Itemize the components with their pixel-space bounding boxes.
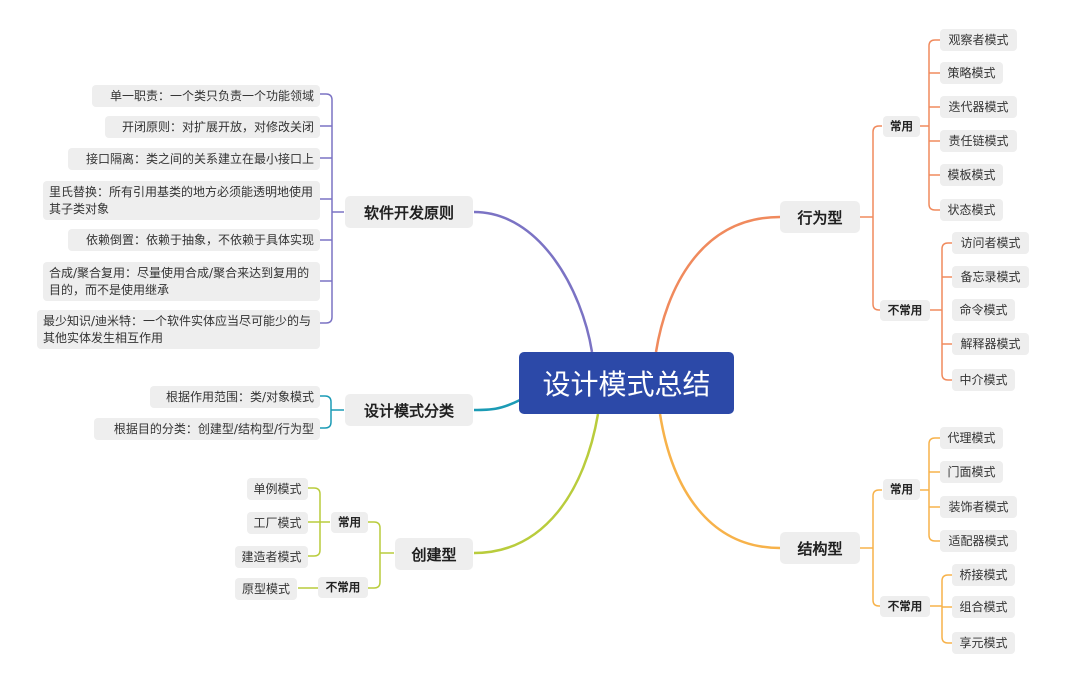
structural-common-group[interactable]: 常用 — [883, 479, 920, 500]
pattern-composite[interactable]: 组合模式 — [952, 596, 1015, 618]
structural-bracket — [860, 437, 952, 644]
edge-root-structural — [658, 413, 781, 550]
pattern-visitor[interactable]: 访问者模式 — [952, 232, 1029, 254]
principle-dependency-inversion[interactable]: 依赖倒置：依赖于抽象，不依赖于具体实现 — [68, 229, 320, 251]
pattern-facade[interactable]: 门面模式 — [940, 461, 1003, 483]
principle-interface-segregation[interactable]: 接口隔离：类之间的关系建立在最小接口上 — [68, 148, 320, 170]
creational-common-group[interactable]: 常用 — [331, 512, 368, 533]
pattern-memento[interactable]: 备忘录模式 — [952, 266, 1029, 288]
behavioral-bracket — [860, 39, 952, 381]
classification-by-purpose[interactable]: 根据目的分类：创建型/结构型/行为型 — [94, 418, 320, 440]
branch-behavioral[interactable]: 行为型 — [780, 201, 860, 233]
pattern-interpreter[interactable]: 解释器模式 — [952, 333, 1029, 355]
pattern-mediator[interactable]: 中介模式 — [952, 369, 1015, 391]
principle-least-knowledge[interactable]: 最少知识/迪米特：一个软件实体应当尽可能少的与其他实体发生相互作用 — [37, 310, 320, 349]
behavioral-uncommon-group[interactable]: 不常用 — [880, 300, 930, 321]
pattern-bridge[interactable]: 桥接模式 — [952, 564, 1015, 586]
pattern-command[interactable]: 命令模式 — [952, 299, 1015, 321]
behavioral-common-group[interactable]: 常用 — [883, 116, 920, 137]
pattern-template[interactable]: 模板模式 — [940, 164, 1003, 186]
principle-single-responsibility[interactable]: 单一职责：一个类只负责一个功能领域 — [92, 85, 320, 107]
pattern-flyweight[interactable]: 享元模式 — [952, 632, 1015, 654]
pattern-state[interactable]: 状态模式 — [940, 199, 1003, 221]
root-node[interactable]: 设计模式总结 — [519, 352, 734, 414]
pattern-adapter[interactable]: 适配器模式 — [940, 530, 1017, 552]
edge-root-behavioral — [654, 215, 781, 353]
pattern-chain-of-responsibility[interactable]: 责任链模式 — [940, 130, 1017, 152]
pattern-iterator[interactable]: 迭代器模式 — [940, 96, 1017, 118]
branch-creational[interactable]: 创建型 — [395, 538, 473, 570]
pattern-strategy[interactable]: 策略模式 — [940, 62, 1003, 84]
pattern-builder[interactable]: 建造者模式 — [235, 546, 308, 568]
branch-principles[interactable]: 软件开发原则 — [345, 196, 473, 228]
pattern-singleton[interactable]: 单例模式 — [247, 478, 308, 500]
pattern-observer[interactable]: 观察者模式 — [940, 29, 1017, 51]
edge-root-principles — [473, 210, 594, 353]
pattern-decorator[interactable]: 装饰者模式 — [940, 496, 1017, 518]
structural-uncommon-group[interactable]: 不常用 — [880, 596, 930, 617]
creational-uncommon-group[interactable]: 不常用 — [318, 577, 368, 598]
principle-open-closed[interactable]: 开闭原则：对扩展开放，对修改关闭 — [105, 116, 320, 138]
branch-classification[interactable]: 设计模式分类 — [345, 394, 473, 426]
edge-root-creational — [473, 413, 600, 555]
pattern-prototype[interactable]: 原型模式 — [235, 578, 297, 600]
pattern-factory[interactable]: 工厂模式 — [247, 512, 308, 534]
principle-liskov-substitution[interactable]: 里氏替换：所有引用基类的地方必须能透明地使用其子类对象 — [43, 181, 320, 220]
classification-bracket — [320, 395, 344, 429]
edge-root-classification — [473, 398, 521, 412]
branch-structural[interactable]: 结构型 — [780, 532, 860, 564]
principle-composite-reuse[interactable]: 合成/聚合复用：尽量使用合成/聚合来达到复用的目的，而不是使用继承 — [43, 262, 320, 301]
classification-by-scope[interactable]: 根据作用范围：类/对象模式 — [150, 386, 320, 408]
principles-bracket — [320, 93, 344, 324]
creational-bracket — [298, 487, 394, 589]
pattern-proxy[interactable]: 代理模式 — [940, 427, 1003, 449]
